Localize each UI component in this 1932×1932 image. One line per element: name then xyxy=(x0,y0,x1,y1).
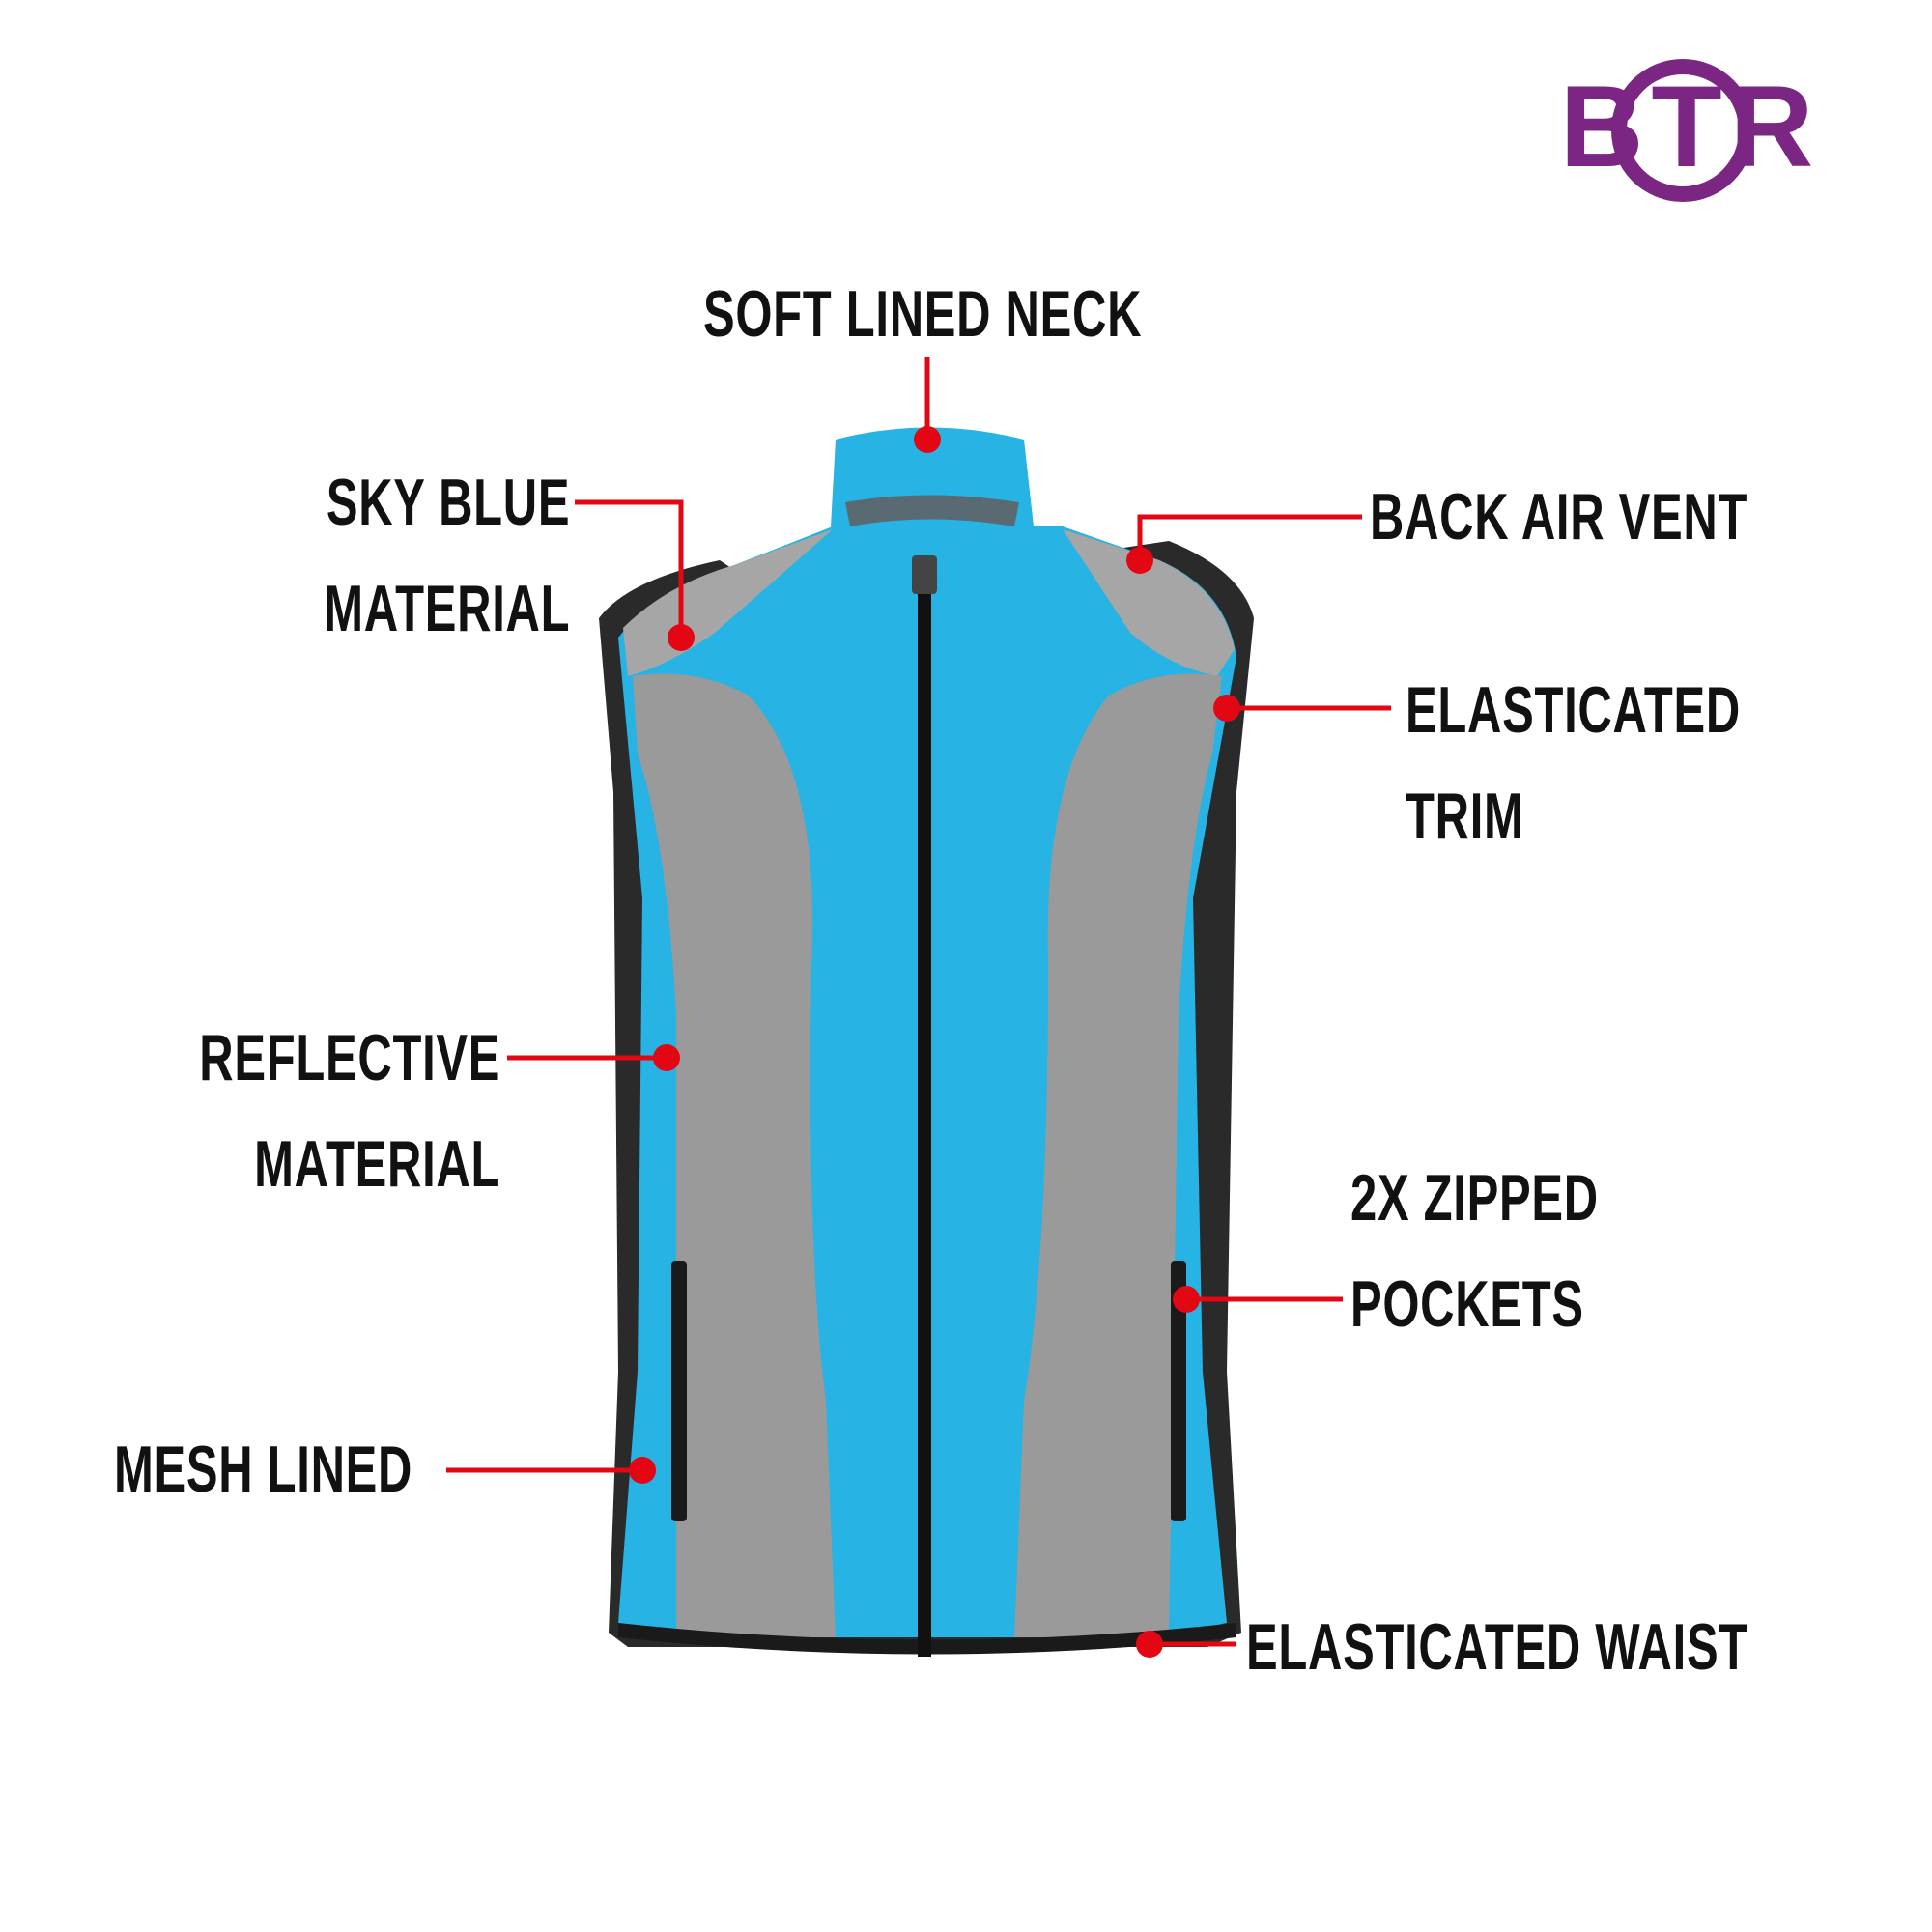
btr-logo: BTR xyxy=(1560,59,1822,202)
pocket-zip-right xyxy=(1171,1261,1186,1521)
zip-puller xyxy=(912,555,937,594)
reflective-panel-right-shoulder xyxy=(1063,529,1235,676)
label-soft-lined-neck: SOFT LINED NECK xyxy=(703,277,1143,351)
logo-gear-inner xyxy=(1627,74,1739,186)
callout-dot-waist xyxy=(1136,1631,1163,1658)
callout-dots xyxy=(629,426,1240,1658)
reflective-panel-right xyxy=(1014,673,1222,1637)
callout-dot-mesh xyxy=(629,1457,656,1484)
waist-trim xyxy=(618,1623,1236,1655)
label-elasticated-trim: ELASTICATED TRIM xyxy=(1406,673,1742,853)
logo-text: BTR xyxy=(1560,62,1822,191)
callout-dot-pockets xyxy=(1173,1286,1200,1313)
callout-dot-reflective xyxy=(653,1044,680,1071)
label-elasticated-waist: ELASTICATED WAIST xyxy=(1246,1610,1748,1684)
callout-dot-back-vent xyxy=(1126,547,1153,574)
callout-lines xyxy=(446,357,1391,1647)
callout-dot-sky-blue xyxy=(668,624,695,651)
front-zip xyxy=(918,555,931,1657)
collar-inner-mesh xyxy=(845,495,1019,526)
callout-dot-neck xyxy=(914,426,941,453)
label-sky-blue-material: SKY BLUE MATERIAL xyxy=(323,466,570,645)
pocket-zip-left xyxy=(671,1261,687,1521)
label-zipped-pockets: 2X ZIPPED POCKETS xyxy=(1350,1161,1599,1341)
callout-dot-trim xyxy=(1213,695,1240,722)
label-back-air-vent: BACK AIR VENT xyxy=(1370,480,1748,554)
callout-line-sky-blue xyxy=(575,499,684,638)
label-reflective-material: REFLECTIVE MATERIAL xyxy=(199,1021,500,1201)
callout-line-back-vent xyxy=(1137,514,1362,560)
label-mesh-lined: MESH LINED xyxy=(114,1433,413,1506)
